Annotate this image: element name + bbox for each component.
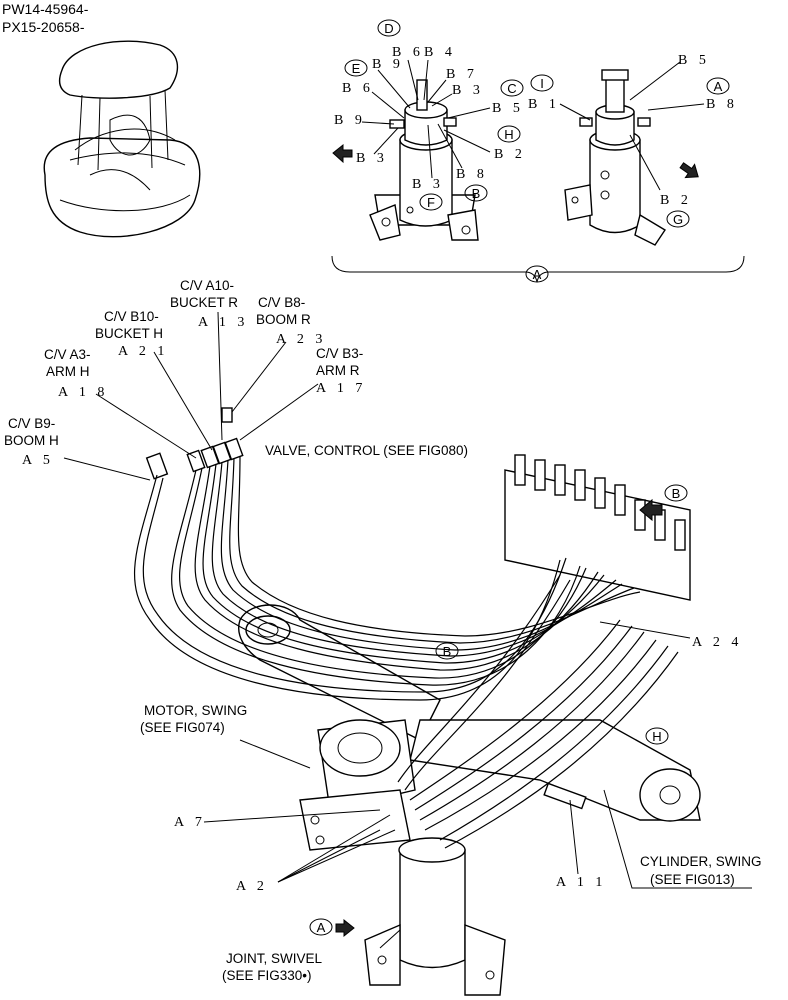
callout-h-main: H bbox=[652, 729, 661, 744]
callout-a-detail: A bbox=[714, 79, 723, 94]
label-b9-line2: BOOM H bbox=[4, 433, 59, 448]
ref-b5-left: B 5 bbox=[492, 101, 524, 116]
ref-b1: B 1 bbox=[528, 97, 560, 112]
ref-b9-top: B 9 bbox=[372, 57, 404, 72]
label-b10-line2: BUCKET H bbox=[95, 326, 163, 341]
callout-c: C bbox=[507, 81, 516, 96]
detail-callouts: D E C I A H B F G A bbox=[344, 19, 730, 283]
hose-labels: C/V A10- BUCKET R A 1 3 C/V B8- BOOM R A… bbox=[4, 278, 366, 468]
ref-a18: A 1 8 bbox=[58, 385, 108, 400]
label-joint-line2: (SEE FIG330•) bbox=[222, 968, 312, 983]
component-labels: VALVE, CONTROL (SEE FIG080) A 2 4 MOTOR,… bbox=[140, 443, 762, 983]
ref-a17: A 1 7 bbox=[316, 381, 366, 396]
label-joint-line1: JOINT, SWIVEL bbox=[226, 951, 323, 966]
ref-b9-left: B 9 bbox=[334, 113, 366, 128]
callout-i: I bbox=[540, 76, 544, 91]
ref-a23: A 2 3 bbox=[276, 332, 326, 347]
ref-b2-left: B 2 bbox=[494, 147, 526, 162]
ref-b4: B 4 bbox=[424, 45, 456, 60]
ref-b6-left: B 6 bbox=[342, 81, 374, 96]
label-a3-line1: C/V A3- bbox=[44, 347, 91, 362]
detail-a-swivel-views bbox=[331, 69, 745, 283]
label-b3-line2: ARM R bbox=[316, 363, 360, 378]
callout-g: G bbox=[673, 212, 683, 227]
label-cylinder-line1: CYLINDER, SWING bbox=[640, 854, 762, 869]
label-b10-line1: C/V B10- bbox=[104, 309, 159, 324]
ref-a21: A 2 1 bbox=[118, 344, 168, 359]
label-b8-line1: C/V B8- bbox=[258, 295, 305, 310]
callout-b-valve: B bbox=[672, 486, 681, 501]
label-a3-line2: ARM H bbox=[46, 364, 90, 379]
label-motor-line2: (SEE FIG074) bbox=[140, 720, 225, 735]
label-valve-control: VALVE, CONTROL (SEE FIG080) bbox=[265, 443, 468, 458]
ref-b2-right: B 2 bbox=[660, 193, 692, 208]
ref-a24: A 2 4 bbox=[692, 635, 742, 650]
ref-a7: A 7 bbox=[174, 815, 206, 830]
ref-b3-mid: B 3 bbox=[356, 151, 388, 166]
ref-b8-left: B 8 bbox=[456, 167, 488, 182]
ref-b3-low: B 3 bbox=[412, 177, 444, 192]
callout-a-main-brace: A bbox=[533, 267, 542, 282]
callout-e: E bbox=[352, 61, 361, 76]
main-leader-lines bbox=[63, 311, 752, 949]
label-cylinder-line2: (SEE FIG013) bbox=[650, 872, 735, 887]
label-b8-line2: BOOM R bbox=[256, 312, 311, 327]
callout-d: D bbox=[384, 21, 393, 36]
label-b9-line1: C/V B9- bbox=[8, 416, 55, 431]
callout-b-lower: B bbox=[443, 644, 452, 659]
ref-a5: A 5 bbox=[22, 453, 54, 468]
label-a10-line2: BUCKET R bbox=[170, 295, 238, 310]
ref-b3-top: B 3 bbox=[452, 83, 484, 98]
main-assembly-illustration bbox=[145, 407, 701, 996]
ref-b6-top: B 6 bbox=[392, 45, 424, 60]
callout-h-detail: H bbox=[504, 127, 513, 142]
label-motor-line1: MOTOR, SWING bbox=[144, 703, 247, 718]
main-callouts: B B H A bbox=[309, 484, 688, 936]
ref-a2: A 2 bbox=[236, 879, 268, 894]
detail-part-refs: B 6 B 4 B 9 B 7 B 3 B 6 B 5 B 9 B 2 B 3 … bbox=[334, 45, 738, 208]
callout-f: F bbox=[427, 195, 435, 210]
ref-b5-right: B 5 bbox=[678, 53, 710, 68]
detail-leader-lines bbox=[361, 59, 705, 191]
header-serial-1: PW14-45964- bbox=[2, 1, 89, 17]
header-serial-2: PX15-20658- bbox=[2, 19, 85, 35]
ref-b7: B 7 bbox=[446, 67, 478, 82]
ref-a11: A 1 1 bbox=[556, 875, 606, 890]
ref-a13: A 1 3 bbox=[198, 315, 248, 330]
ref-b8-right: B 8 bbox=[706, 97, 738, 112]
label-b3-line1: C/V B3- bbox=[316, 346, 363, 361]
machine-location-illustration bbox=[43, 40, 201, 238]
label-a10-line1: C/V A10- bbox=[180, 278, 234, 293]
hydraulic-hoses bbox=[133, 455, 679, 849]
callout-a-joint: A bbox=[317, 920, 326, 935]
callout-b-detail: B bbox=[472, 186, 481, 201]
